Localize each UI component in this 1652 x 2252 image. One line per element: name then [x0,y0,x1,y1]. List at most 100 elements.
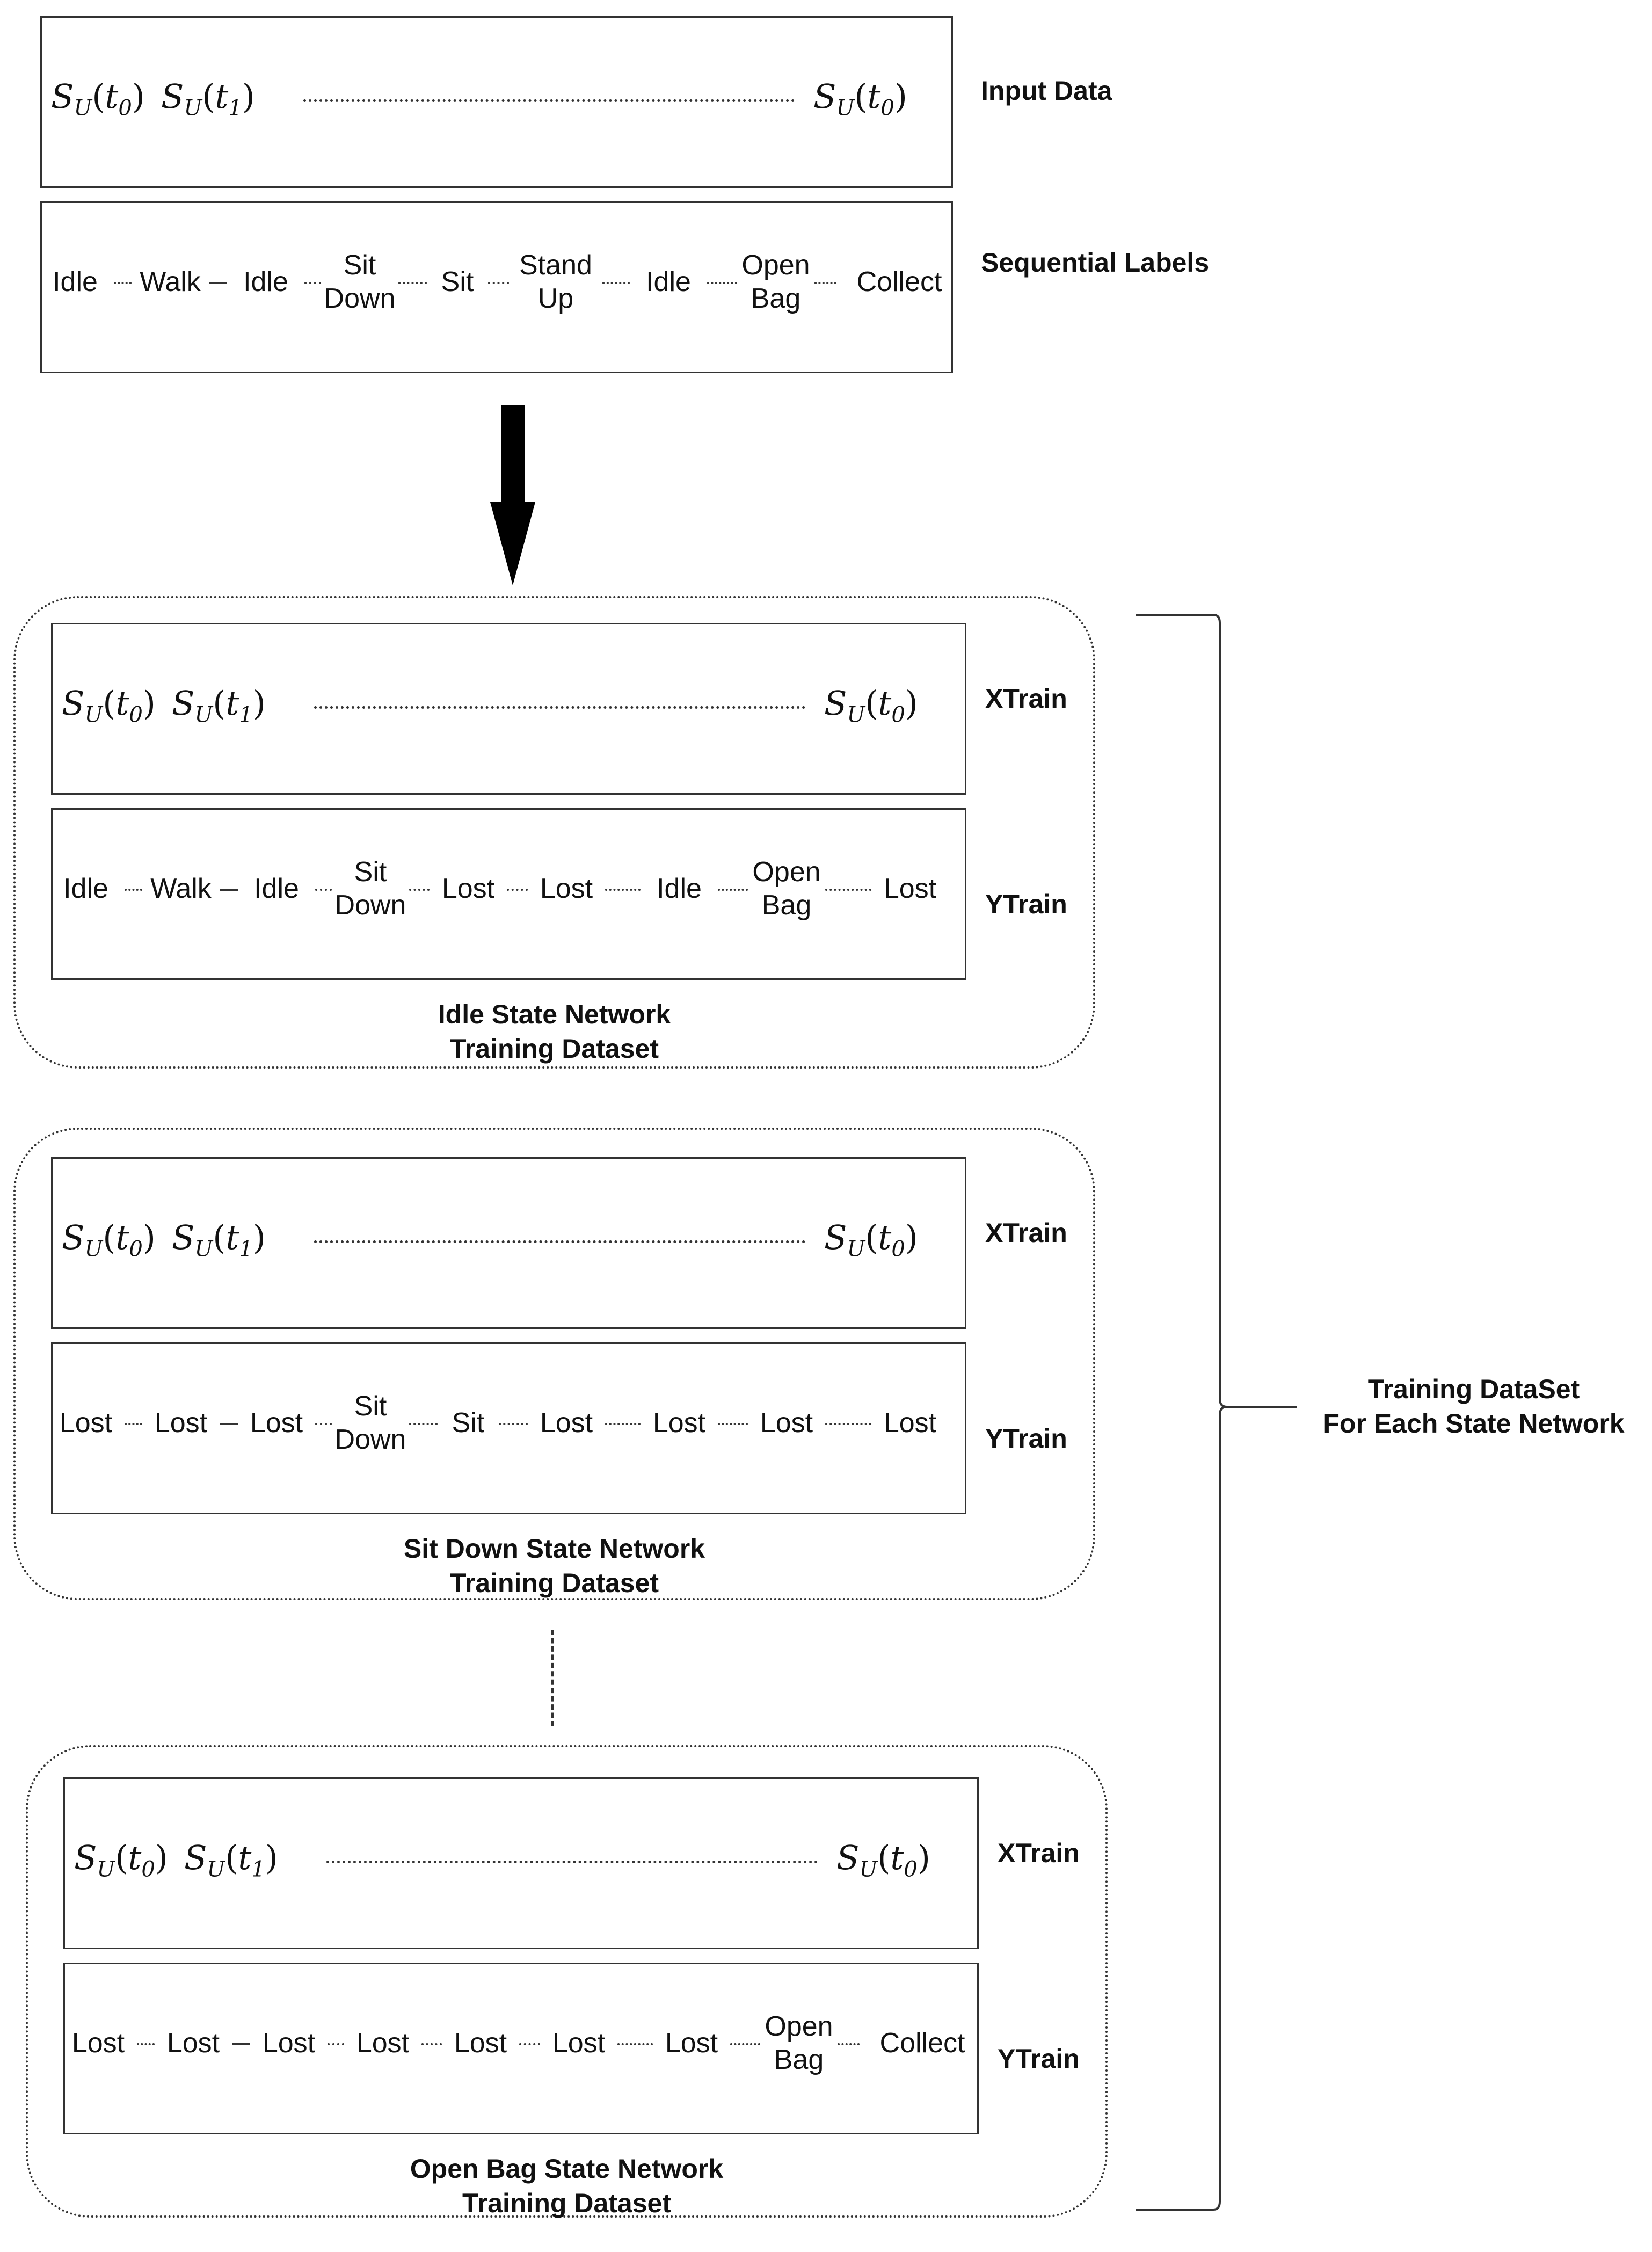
sequential-label-0: Idle [53,266,98,297]
idle-caption-line2: Training Dataset [450,1034,659,1064]
open-bag-ytrain-connector-2 [328,2043,344,2045]
signal-symbol-1: SU(t1) [172,684,266,728]
sit-down-ytrain-label-1: Lost [154,1407,208,1439]
idle-ytrain-label: YTrain [985,889,1067,919]
idle-xtrain-label: XTrain [985,684,1067,714]
signal-symbol-1: SU(t1) [172,1218,266,1262]
open-bag-caption-line2: Training Dataset [462,2188,671,2218]
sit-down-xtrain-box [51,1157,966,1329]
input-data-box [40,16,953,188]
open-bag-ytrain-connector-7 [838,2043,860,2045]
signal-symbol-2: SU(t0) [824,1218,918,1262]
open-bag-ytrain-connector-1 [232,2043,250,2045]
input-data-label: Input Data [981,76,1112,106]
sequential-connector-5 [602,282,630,284]
idle-ytrain-connector-5 [605,889,641,891]
open-bag-ytrain-label-2: Lost [262,2028,316,2059]
sequential-labels-box [40,201,953,373]
open-bag-ytrain-connector-3 [421,2043,442,2045]
open-bag-xtrain-label: XTrain [998,1838,1080,1868]
sit-down-ytrain-label-6: Lost [652,1407,706,1439]
sit-down-ytrain-connector-4 [499,1423,528,1425]
sit-down-ytrain-connector-2 [315,1423,332,1425]
sequential-label-6: Idle [646,266,691,297]
open-bag-ytrain-label-4: Lost [454,2028,507,2059]
sit-down-ytrain-connector-3 [409,1423,438,1425]
sequential-label-1: Walk [140,266,201,297]
sequential-connector-2 [304,282,321,284]
sequential-connector-6 [707,282,737,284]
open-bag-network-group [26,1745,1108,2218]
open-bag-ytrain-connector-5 [617,2043,653,2045]
signal-symbol-1: SU(t1) [161,77,255,121]
sit-down-ytrain-label-8: Lost [883,1407,937,1439]
sequential-connector-1 [209,282,227,284]
sit-down-ytrain-label-5: Lost [540,1407,593,1439]
sit-down-ytrain-connector-5 [605,1423,641,1425]
signal-symbol-0: SU(t0) [62,684,156,728]
idle-ytrain-connector-1 [220,889,238,891]
sequential-connector-4 [488,282,509,284]
signal-symbol-2: SU(t0) [813,77,907,121]
idle-ytrain-box [51,808,966,980]
sit-down-ytrain-connector-0 [125,1423,142,1425]
signal-symbol-2: SU(t0) [836,1838,930,1882]
open-bag-ytrain-connector-4 [519,2043,540,2045]
sit-down-ytrain-label-7: Lost [760,1407,813,1439]
sit-down-caption-line1: Sit Down State Network [403,1534,705,1564]
idle-ytrain-connector-3 [409,889,430,891]
sequential-connector-3 [398,282,427,284]
bracket-label: Training DataSet For Each State Network [1307,1372,1640,1441]
signal-symbol-0: SU(t0) [74,1838,168,1882]
sequential-label-4: Sit [441,266,474,297]
idle-ytrain-label-4: Lost [441,873,495,904]
ellipsis-separator [551,1630,554,1726]
idle-ytrain-connector-4 [507,889,528,891]
sit-down-network-group [13,1128,1095,1600]
open-bag-ytrain-connector-6 [730,2043,760,2045]
open-bag-ytrain-label-8: Collect [879,2028,965,2059]
sit-down-ytrain-connector-1 [220,1423,238,1425]
down-arrow-icon [490,405,535,585]
idle-ytrain-label-6: Idle [657,873,702,904]
open-bag-ytrain-label-6: Lost [665,2028,718,2059]
sit-down-ytrain-box [51,1342,966,1514]
sequence-ellipsis [314,706,805,709]
sequential-connector-7 [814,282,836,284]
idle-ytrain-label-8: Lost [883,873,937,904]
open-bag-ytrain-box [63,1963,979,2134]
open-bag-ytrain-connector-0 [137,2043,155,2045]
bracket-label-line2: For Each State Network [1323,1408,1625,1439]
idle-ytrain-connector-0 [125,889,142,891]
sit-down-ytrain-label-2: Lost [250,1407,303,1439]
signal-symbol-0: SU(t0) [51,77,145,121]
sequential-label-8: Collect [856,266,942,297]
sequential-connector-0 [114,282,132,284]
idle-ytrain-label-0: Idle [63,873,108,904]
open-bag-caption-line1: Open Bag State Network [410,2154,724,2184]
right-brace [1136,614,1297,2211]
sit-down-ytrain-label: YTrain [985,1423,1067,1454]
idle-ytrain-connector-2 [315,889,332,891]
sequential-labels-label: Sequential Labels [981,248,1210,278]
open-bag-ytrain-label-3: Lost [356,2028,410,2059]
idle-ytrain-connector-6 [718,889,748,891]
sit-down-ytrain-connector-6 [718,1423,748,1425]
sit-down-ytrain-label-0: Lost [59,1407,113,1439]
signal-symbol-2: SU(t0) [824,684,918,728]
idle-network-group [13,596,1095,1069]
idle-ytrain-label-2: Idle [254,873,299,904]
open-bag-ytrain-label-0: Lost [71,2028,125,2059]
signal-symbol-0: SU(t0) [62,1218,156,1262]
sequence-ellipsis [303,99,795,102]
sit-down-caption-line2: Training Dataset [450,1568,659,1598]
